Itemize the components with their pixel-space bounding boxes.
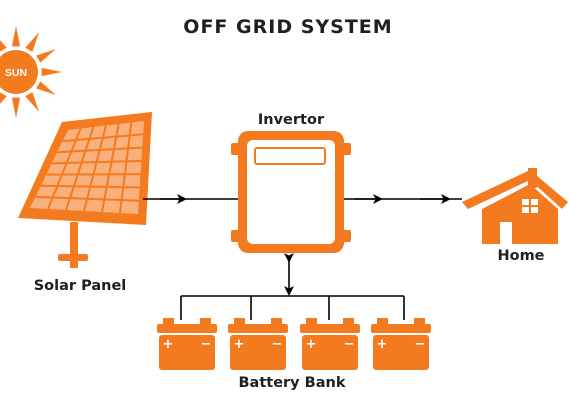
flow-connectors — [143, 194, 462, 320]
battery-icon: +− — [157, 318, 217, 370]
battery-bank-label: Battery Bank — [239, 375, 346, 391]
battery-icon: +− — [300, 318, 360, 370]
battery-bank: +−+−+−+− — [157, 318, 431, 370]
sun-icon: SUN — [0, 26, 62, 118]
battery-minus-terminal: − — [415, 337, 426, 352]
battery-plus-terminal: + — [234, 337, 245, 352]
inverter-icon — [231, 131, 351, 253]
solar-panel-label: Solar Panel — [34, 278, 127, 294]
diagram-title: OFF GRID SYSTEM — [183, 16, 392, 38]
battery-icon: +− — [228, 318, 288, 370]
battery-plus-terminal: + — [377, 337, 388, 352]
home-label: Home — [497, 248, 544, 264]
battery-icon: +− — [371, 318, 431, 370]
sun-label: SUN — [5, 67, 27, 79]
home-icon — [462, 168, 568, 244]
solar-panel-icon — [18, 112, 152, 268]
inverter-label: Invertor — [258, 112, 325, 128]
battery-minus-terminal: − — [344, 337, 355, 352]
battery-minus-terminal: − — [272, 337, 283, 352]
battery-plus-terminal: + — [306, 337, 317, 352]
battery-minus-terminal: − — [201, 337, 212, 352]
battery-plus-terminal: + — [163, 337, 174, 352]
